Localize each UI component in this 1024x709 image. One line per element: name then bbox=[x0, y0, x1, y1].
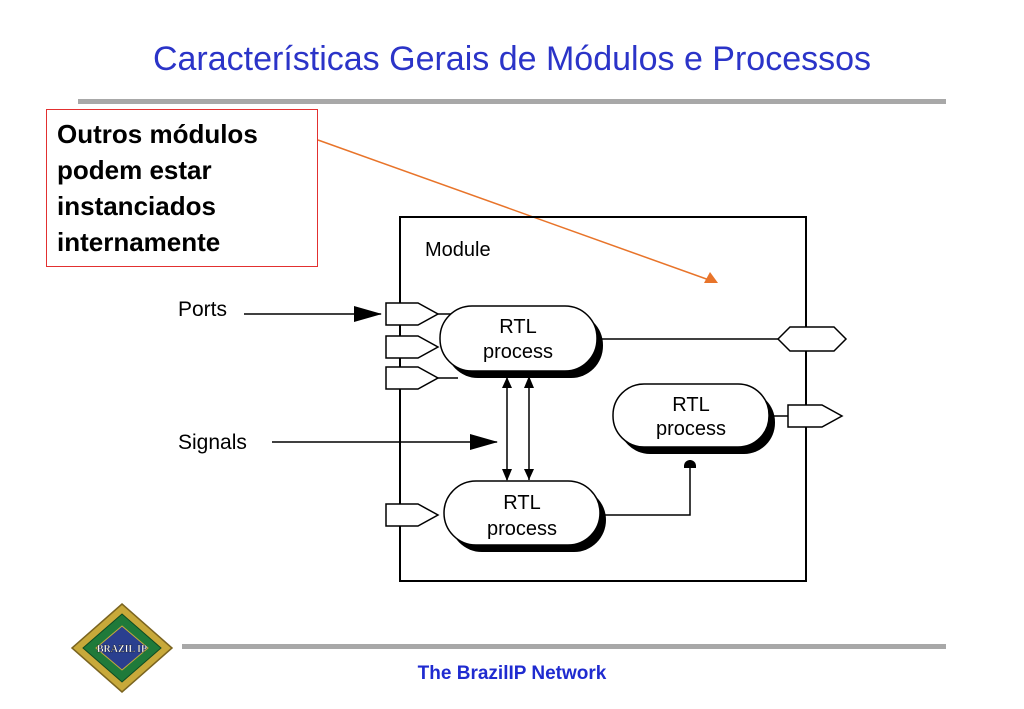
signal-up-tail bbox=[524, 469, 534, 480]
ports-label: Ports bbox=[178, 298, 227, 321]
title-divider bbox=[78, 99, 946, 104]
rtl-process-right-line1: RTL bbox=[672, 394, 709, 416]
footer-divider bbox=[182, 644, 946, 649]
rtl-process-bottom-line2: process bbox=[487, 518, 557, 540]
signal-down-tail bbox=[502, 377, 512, 388]
signals-label: Signals bbox=[178, 431, 247, 454]
rtl-process-bottom-body bbox=[443, 480, 601, 546]
logo-text: BRAZIL IP bbox=[97, 644, 147, 655]
process-connection bbox=[600, 460, 691, 516]
module-box bbox=[399, 216, 807, 582]
logo-chip bbox=[95, 625, 149, 671]
page-title: Características Gerais de Módulos e Proc… bbox=[152, 40, 872, 78]
rtl-process-top-line1: RTL bbox=[499, 316, 536, 338]
input-port bbox=[385, 503, 440, 527]
rtl-process-top-line2: process bbox=[483, 341, 553, 363]
process-connection-head bbox=[684, 460, 696, 468]
brazil-ip-logo: BRAZIL IP bbox=[70, 603, 174, 693]
callout-box: Outros módulos podem estar instanciados … bbox=[46, 109, 318, 267]
module-label: Module bbox=[425, 239, 491, 261]
rtl-process-bottom-line1: RTL bbox=[503, 492, 540, 514]
rtl-process-right-line2: process bbox=[656, 418, 726, 440]
input-port bbox=[385, 335, 440, 359]
footer-text: The BrazilIP Network bbox=[417, 663, 607, 684]
inout-port bbox=[776, 326, 848, 352]
callout-pointer-arrowhead bbox=[704, 272, 718, 283]
input-port bbox=[385, 366, 440, 390]
callout-text: Outros módulos podem estar instanciados … bbox=[57, 119, 258, 257]
input-port bbox=[385, 302, 440, 326]
output-port bbox=[787, 404, 844, 428]
callout-pointer-arrow bbox=[317, 139, 713, 282]
